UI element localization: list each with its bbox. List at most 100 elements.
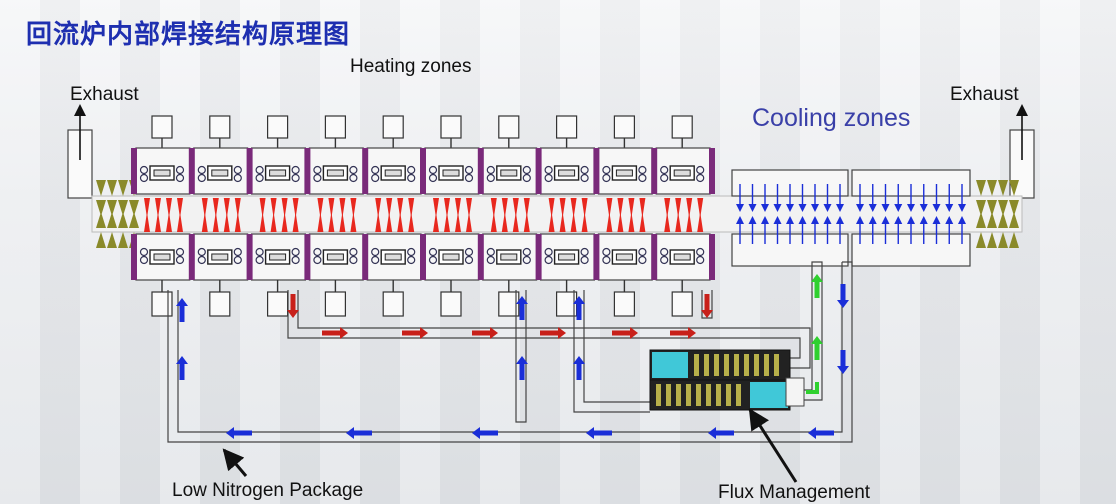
motor-box (440, 291, 462, 317)
heat-arrow-icon (548, 198, 555, 218)
heat-arrow-icon (455, 212, 461, 232)
seal-arrow-icon (118, 180, 128, 196)
seal-arrow-icon (987, 180, 997, 196)
heat-arrow-icon (512, 198, 519, 218)
cooling-zones (731, 169, 971, 267)
heat-arrow-icon (234, 198, 241, 218)
heat-arrow-icon (501, 198, 508, 218)
cool-arrow-icon (868, 204, 877, 212)
heat-arrow-icon (339, 212, 346, 232)
zone-separator (593, 148, 600, 194)
cool-arrow-icon (919, 216, 928, 224)
heat-arrow-icon (617, 212, 624, 232)
heat-arrow-icon (201, 212, 208, 232)
heater-fan-icon (428, 247, 438, 265)
conveyor-tunnel (91, 195, 1023, 233)
zone-separator (420, 148, 426, 194)
heat-arrow-icon (270, 212, 277, 232)
seal-arrow-icon (118, 212, 128, 228)
heat-arrow-icon (628, 198, 635, 218)
heater-fan-icon (313, 165, 322, 183)
flux-bar (734, 354, 739, 376)
zone-separator (188, 234, 195, 280)
seal-arrow-icon (96, 232, 106, 248)
seal-arrow-icon (998, 212, 1008, 228)
flux-management-unit (649, 349, 805, 411)
flux-bar (724, 354, 729, 376)
heat-arrow-icon (177, 198, 183, 218)
cool-arrow-icon (773, 204, 782, 212)
zone-separator (362, 148, 369, 194)
flux-bar (704, 354, 709, 376)
motor-box (498, 115, 520, 139)
cool-arrow-icon (958, 204, 966, 212)
seal-arrow-icon (1009, 212, 1019, 228)
heat-arrow-icon (581, 198, 588, 218)
exhaust-arrow-icon (1016, 104, 1028, 116)
heat-arrow-icon (292, 198, 299, 218)
motor-box (267, 115, 289, 139)
heat-arrow-icon (548, 212, 555, 232)
heat-arrow-icon (523, 212, 530, 232)
heat-arrow-icon (697, 198, 704, 218)
cool-arrow-icon (786, 216, 794, 224)
cool-arrow-icon (856, 204, 864, 212)
seal-arrow-icon (987, 212, 997, 228)
pointer-arrow-icon (222, 448, 248, 477)
flux-bar (676, 384, 681, 406)
heater-fan-icon (175, 165, 185, 183)
cooling-zone (731, 169, 849, 267)
flux-bar (754, 354, 759, 376)
flux-bar (686, 384, 691, 406)
heat-arrow-icon (155, 212, 161, 232)
heat-arrow-icon (212, 212, 219, 232)
seal-arrow-icon (976, 212, 986, 228)
flux-bar (726, 384, 731, 406)
zone-separator (131, 234, 137, 280)
heater-fan-icon (175, 247, 185, 265)
flux-bar (744, 354, 749, 376)
heat-arrow-icon (408, 198, 415, 218)
flux-bar (716, 384, 721, 406)
heat-arrow-icon (292, 212, 299, 232)
zone-separator (304, 234, 311, 280)
heating-zone (420, 115, 480, 317)
motor-box (613, 291, 636, 317)
heater-fan-icon (522, 165, 531, 183)
heat-arrow-icon (397, 212, 404, 232)
heat-arrow-icon (606, 198, 613, 218)
seal-arrow-icon (118, 232, 128, 248)
heating-zone (651, 115, 711, 317)
heat-arrow-icon (664, 212, 671, 232)
flow-arrow-icon (226, 427, 252, 439)
heater-fan-icon (544, 247, 553, 265)
cool-arrow-icon (798, 204, 807, 212)
heater-fan-icon (660, 247, 669, 265)
zone-separator (246, 148, 253, 194)
seal-arrow-icon (129, 200, 139, 216)
cool-arrow-icon (907, 216, 915, 224)
heater-fan-icon (428, 165, 438, 183)
heat-arrow-icon (386, 212, 393, 232)
seal-arrow-icon (107, 212, 117, 228)
cool-arrow-icon (773, 216, 782, 224)
heating-zone (535, 115, 595, 317)
flow-arrow-icon (516, 296, 528, 320)
cool-arrow-icon (811, 216, 819, 224)
heat-arrow-icon (664, 198, 671, 218)
motor-box (382, 291, 404, 317)
seal-arrow-icon (129, 212, 139, 228)
heat-arrow-icon (559, 212, 566, 232)
heating-zone (246, 115, 307, 317)
heat-arrow-icon (490, 212, 497, 232)
cool-arrow-icon (798, 216, 807, 224)
zone-separator (477, 234, 484, 280)
seal-arrow-icon (96, 180, 106, 196)
heater-fan-icon (407, 247, 416, 265)
heat-arrow-icon (386, 198, 393, 218)
heater-fan-icon (313, 247, 322, 265)
seal-arrow-icon (1009, 180, 1019, 196)
flow-arrow-icon (472, 327, 498, 339)
motor-box (324, 291, 346, 317)
